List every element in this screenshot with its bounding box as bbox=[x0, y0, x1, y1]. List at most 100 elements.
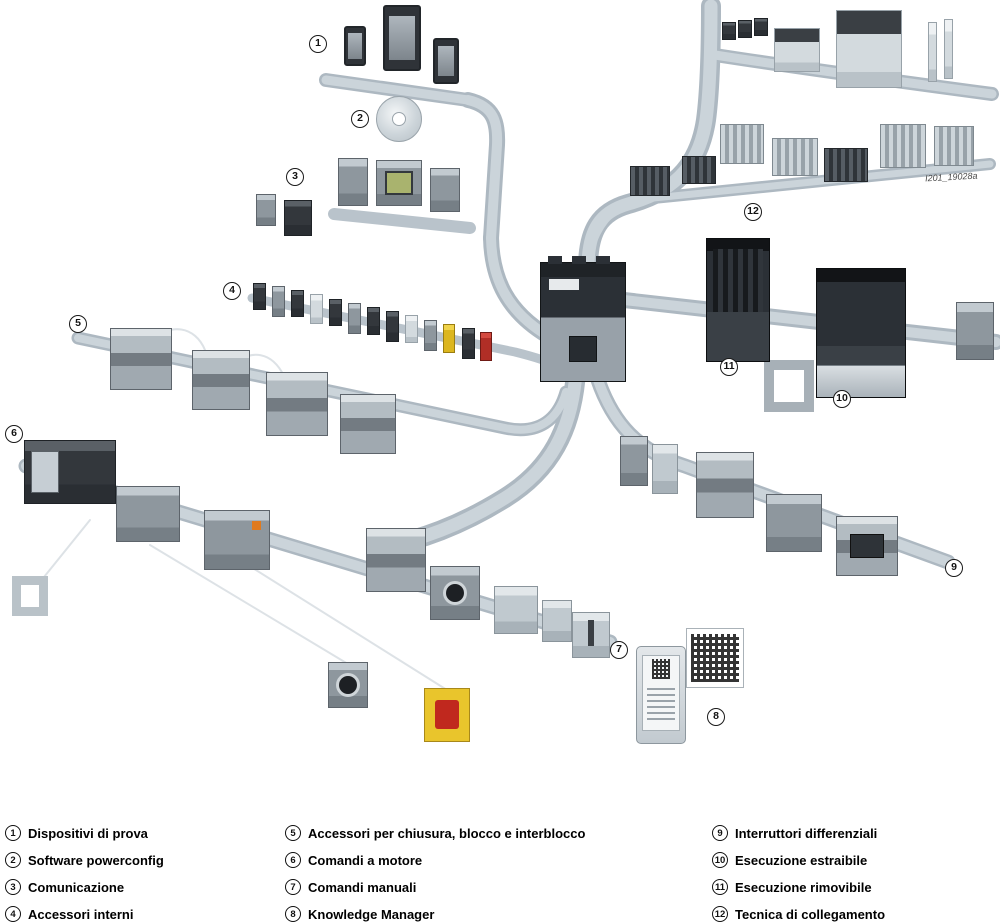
callout-10: 10 bbox=[833, 390, 851, 408]
legend-number: 4 bbox=[5, 906, 21, 922]
comm-display-module bbox=[376, 160, 422, 206]
callout-8: 8 bbox=[707, 708, 725, 726]
callout-9: 9 bbox=[945, 559, 963, 577]
legend-item-5: 5 Accessori per chiusura, blocco e inter… bbox=[285, 825, 585, 841]
legend-item-7: 7 Comandi manuali bbox=[285, 879, 416, 895]
internal-accessory bbox=[462, 328, 475, 359]
knowledge-manager-phone bbox=[636, 646, 686, 744]
lug-cluster bbox=[630, 166, 670, 196]
legend-label: Accessori per chiusura, blocco e interbl… bbox=[308, 825, 586, 841]
lug-cluster bbox=[880, 124, 926, 168]
lug-cluster bbox=[720, 124, 764, 164]
callout-12: 12 bbox=[744, 203, 762, 221]
legend-item-2: 2 Software powerconfig bbox=[5, 852, 164, 868]
motor-operator-3 bbox=[204, 510, 270, 570]
powerconfig-disc bbox=[376, 96, 422, 142]
breaker-toggle bbox=[569, 336, 597, 363]
internal-accessory bbox=[386, 311, 399, 342]
indicator-dot bbox=[252, 521, 261, 530]
internal-accessory bbox=[367, 307, 380, 335]
plugin-breaker bbox=[706, 238, 770, 362]
interlock-breaker-1 bbox=[110, 328, 172, 390]
callout-2: 2 bbox=[351, 110, 369, 128]
rating-label bbox=[549, 279, 579, 290]
qr-mini bbox=[651, 659, 671, 679]
legend-item-4: 4 Accessori interni bbox=[5, 906, 134, 922]
qr-code-card bbox=[686, 628, 744, 688]
legend-label: Esecuzione estraibile bbox=[735, 852, 868, 868]
legend-number: 6 bbox=[285, 852, 301, 868]
comm-module-a bbox=[338, 158, 368, 206]
legend-number: 7 bbox=[285, 879, 301, 895]
legend-label: Accessori interni bbox=[28, 906, 134, 922]
withdrawable-breaker bbox=[816, 268, 906, 398]
legend-item-6: 6 Comandi a motore bbox=[285, 852, 422, 868]
callout-11: 11 bbox=[720, 358, 738, 376]
connector-cube bbox=[754, 18, 768, 36]
device-screen bbox=[389, 15, 415, 61]
legend-number: 3 bbox=[5, 879, 21, 895]
callout-7: 7 bbox=[610, 641, 628, 659]
test-device-tablet-large bbox=[383, 5, 421, 71]
rcd-module bbox=[766, 494, 822, 552]
lug-cluster bbox=[934, 126, 974, 166]
connector-cube bbox=[722, 22, 736, 40]
legend-number: 10 bbox=[712, 852, 728, 868]
legend-number: 1 bbox=[5, 825, 21, 841]
internal-accessory-red bbox=[480, 332, 492, 361]
lug-cluster bbox=[824, 148, 868, 182]
callout-1: 1 bbox=[309, 35, 327, 53]
terminal-block-a bbox=[774, 28, 820, 72]
legend-number: 11 bbox=[712, 879, 728, 895]
legend-number: 2 bbox=[5, 852, 21, 868]
legend-label: Dispositivi di prova bbox=[28, 825, 148, 841]
callout-3: 3 bbox=[286, 168, 304, 186]
manual-operator-2 bbox=[494, 586, 538, 634]
device-screen bbox=[437, 45, 455, 77]
busbar-blade bbox=[928, 22, 937, 82]
internal-accessory bbox=[405, 315, 418, 343]
internal-accessory bbox=[348, 303, 361, 334]
operator-panel bbox=[31, 451, 59, 493]
side-handle-black bbox=[328, 662, 368, 708]
rotary-knob bbox=[446, 584, 464, 602]
legend-item-1: 1 Dispositivi di prova bbox=[5, 825, 148, 841]
disc-hole bbox=[392, 112, 406, 126]
rcd-display-unit bbox=[836, 516, 898, 576]
motor-operator-2 bbox=[116, 486, 180, 542]
legend-item-3: 3 Comunicazione bbox=[5, 879, 124, 895]
terminal-block-b bbox=[836, 10, 902, 88]
legend-item-10: 10 Esecuzione estraibile bbox=[712, 852, 867, 868]
emergency-switch bbox=[424, 688, 470, 742]
legend-label: Knowledge Manager bbox=[308, 906, 435, 922]
main-breaker bbox=[540, 256, 626, 382]
legend-label: Software powerconfig bbox=[28, 852, 164, 868]
terminal-bumps bbox=[547, 256, 619, 264]
internal-accessory bbox=[310, 294, 323, 324]
legend-number: 5 bbox=[285, 825, 301, 841]
legend-item-11: 11 Esecuzione rimovibile bbox=[712, 879, 872, 895]
legend-number: 12 bbox=[712, 906, 728, 922]
terminal-top bbox=[775, 29, 819, 42]
legend-number: 8 bbox=[285, 906, 301, 922]
legend-label: Comandi manuali bbox=[308, 879, 417, 895]
legend-item-12: 12 Tecnica di collegamento bbox=[712, 906, 885, 922]
callout-6: 6 bbox=[5, 425, 23, 443]
lcd-display bbox=[850, 534, 884, 558]
legend-label: Comandi a motore bbox=[308, 852, 423, 868]
chassis-base bbox=[817, 365, 905, 397]
rail-end-block bbox=[956, 302, 994, 360]
legend-number: 9 bbox=[712, 825, 728, 841]
internal-accessory bbox=[253, 283, 266, 310]
text-lines bbox=[647, 684, 675, 720]
lcd-display bbox=[384, 170, 414, 196]
legend-label: Interruttori differenziali bbox=[735, 825, 878, 841]
handle-bar bbox=[588, 619, 594, 646]
callout-5: 5 bbox=[69, 315, 87, 333]
rotary-knob bbox=[339, 676, 357, 694]
breaker-frame bbox=[764, 360, 814, 412]
phone-screen bbox=[641, 654, 681, 732]
internal-accessory bbox=[291, 290, 304, 317]
